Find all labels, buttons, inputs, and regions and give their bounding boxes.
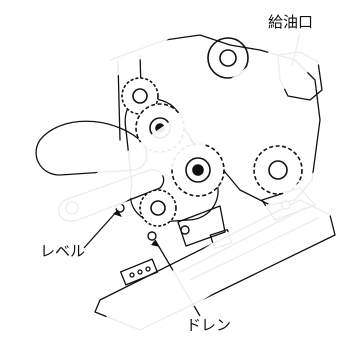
rear-gear-icon [253,145,303,195]
mount-bracket [177,205,226,247]
top-sprocket-icon [121,77,159,115]
level-gauge-plate [119,258,159,286]
label-level: レベル [40,242,86,260]
bolt-icon [180,225,190,235]
leader-level [83,209,119,249]
label-oil-filler: 給油口 [268,13,314,31]
lower-gear-icon [139,189,177,227]
label-drain: ドレン [186,316,232,334]
rear-housing [109,34,321,206]
timing-chain [124,98,219,223]
upper-right-wheel-icon [207,37,249,79]
drain-plug-icon [147,231,157,241]
